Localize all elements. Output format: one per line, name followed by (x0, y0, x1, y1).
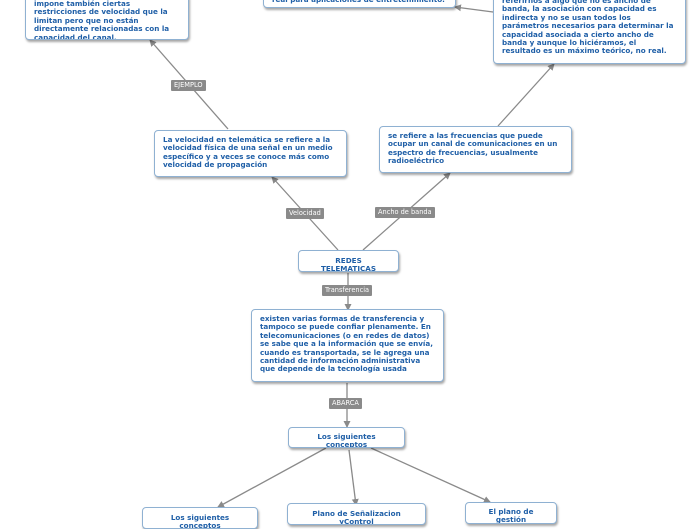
node-ancho-banda-definicion[interactable]: se refiere a las frecuencias que puede o… (379, 126, 572, 173)
node-velocidad-definicion[interactable]: La velocidad en telemática se refiere a … (154, 130, 347, 177)
connector-conceptos-to-bottomleft (217, 447, 327, 508)
label-ejemplo: EJEMPLO (171, 80, 206, 91)
label-velocidad: Velocidad (286, 208, 324, 219)
node-transferencia-definicion[interactable]: existen varias formas de transferencia y… (251, 309, 444, 382)
label-abarca: ABARCA (329, 398, 362, 409)
node-restricciones-velocidad[interactable]: impone también ciertas restricciones de … (25, 0, 189, 40)
node-bottom-conceptos[interactable]: Los siguientes conceptos (142, 507, 258, 529)
connector-conceptos-to-bottomright (370, 447, 491, 503)
label-transferencia: Transferencia (322, 285, 373, 296)
node-plano-senalizacion[interactable]: Plano de Señalizacion yControl (287, 503, 426, 525)
node-redes-telematicas[interactable]: REDES TELEMATICAS (298, 250, 399, 272)
connector-conceptos-to-bottommiddle (348, 449, 359, 506)
label-ancho-de-banda: Ancho de banda (375, 207, 435, 218)
node-ancho-banda-capacidad[interactable]: referirnos a algo que no es ancho de ban… (493, 0, 686, 64)
connector-anchobanda-to-topright (497, 63, 555, 127)
node-entretenimiento[interactable]: real para aplicaciones de entretenimient… (263, 0, 456, 8)
node-siguientes-conceptos[interactable]: Los siguientes conceptos (288, 427, 405, 448)
connector-topright-to-topmiddle (454, 4, 494, 13)
node-plano-gestion[interactable]: El plano de gestión (465, 502, 557, 524)
